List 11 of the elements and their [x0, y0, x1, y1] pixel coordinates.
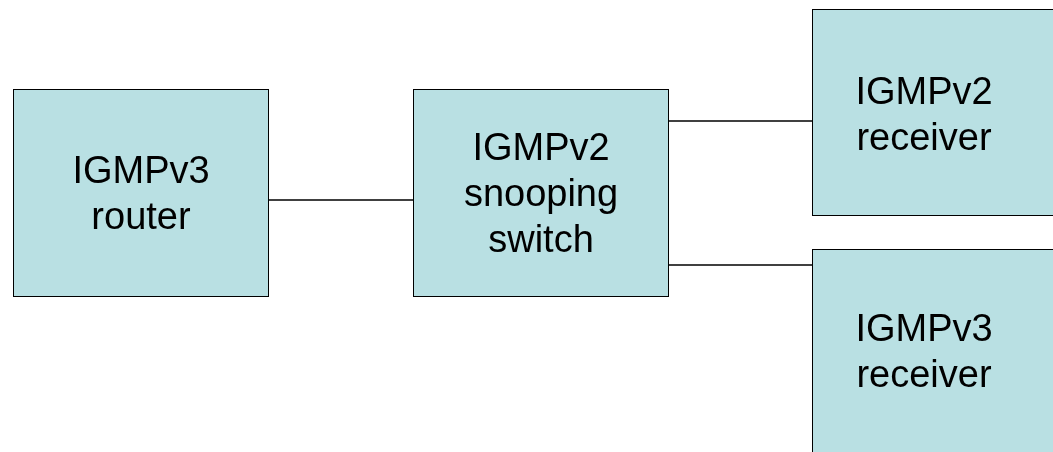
device-label: IGMPv3 receiver [854, 306, 994, 397]
device-box [413, 89, 669, 297]
connection-line [668, 264, 813, 266]
device-box [13, 89, 269, 297]
device-label: IGMPv2 receiver [854, 69, 994, 160]
device-box [812, 249, 1053, 452]
device-label: IGMPv3 router [71, 148, 211, 239]
device-label: IGMPv2 snooping switch [462, 125, 620, 262]
device-box [812, 9, 1053, 216]
connection-line [668, 120, 813, 122]
connection-line [268, 199, 414, 201]
